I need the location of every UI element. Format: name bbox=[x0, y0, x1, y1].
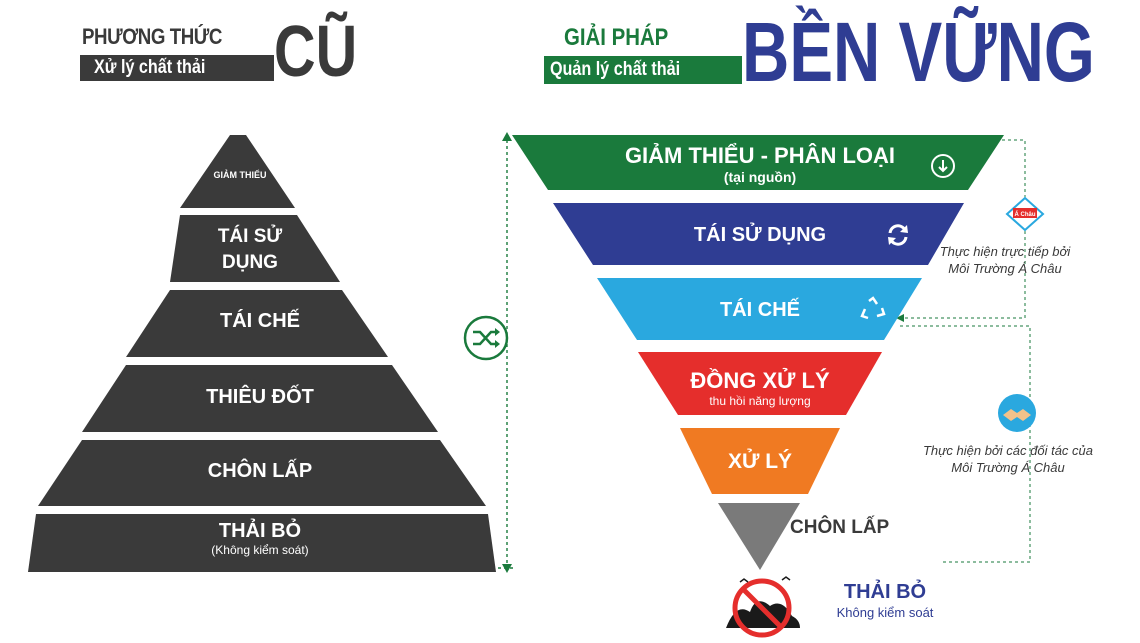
new-layer-2-label: TÁI SỬ DỤNG bbox=[693, 224, 827, 246]
right-header-line1: GIẢI PHÁP bbox=[564, 24, 669, 51]
new-layer-5-label: XỬ LÝ bbox=[727, 450, 793, 473]
new-layer-4 bbox=[638, 352, 882, 415]
swap-icon bbox=[463, 315, 509, 361]
old-layer-5 bbox=[38, 440, 486, 506]
right-header-big: BỀN VỮNG bbox=[742, 5, 1095, 99]
direct-loop bbox=[898, 139, 1026, 319]
new-layer-6-label: CHÔN LẤP bbox=[790, 517, 890, 538]
new-layer-1-sub: (tại nguồn) bbox=[723, 169, 797, 185]
right-header: GIẢI PHÁP Quản lý chất thải BỀN VỮNG bbox=[540, 8, 1100, 96]
left-header-band bbox=[80, 55, 274, 81]
refresh-icon bbox=[883, 220, 913, 250]
new-layer-5 bbox=[680, 428, 840, 494]
green-arrow-top bbox=[502, 132, 512, 141]
new-layer-3-label: TÁI CHẾ bbox=[720, 299, 800, 321]
old-layer-5-label: CHÔN LẤP bbox=[207, 460, 313, 482]
old-layer-1-label: GIẢM THIỂU bbox=[213, 170, 267, 180]
new-layer-3 bbox=[597, 278, 922, 340]
old-layer-4 bbox=[82, 365, 438, 432]
old-layer-6-sub: (Không kiểm soát) bbox=[211, 543, 309, 557]
bottom-label: THẢI BỎ bbox=[843, 581, 927, 603]
old-layer-3 bbox=[126, 290, 388, 357]
note-partner: Thực hiện bởi các đối tác của Môi Trường… bbox=[922, 443, 1093, 475]
right-header-band bbox=[544, 56, 742, 84]
dump-icon bbox=[716, 572, 808, 638]
new-layer-1 bbox=[512, 135, 1004, 190]
old-layer-6-label: THẢI BỎ bbox=[218, 520, 302, 542]
svg-text:Á Châu: Á Châu bbox=[1015, 211, 1036, 218]
old-layer-6 bbox=[28, 514, 496, 572]
old-layer-1 bbox=[180, 135, 295, 208]
new-layer-4-label: ĐỒNG XỬ LÝ bbox=[690, 368, 830, 393]
old-layer-3-label: TÁI CHẾ bbox=[220, 310, 300, 332]
new-layer-6 bbox=[718, 503, 800, 570]
new-layer-4-sub: thu hồi năng lượng bbox=[709, 394, 811, 408]
new-layer-2 bbox=[553, 203, 964, 265]
left-header: PHƯƠNG THỨC Xử lý chất thải CŨ bbox=[78, 12, 388, 92]
note-direct: Thực hiện trực tiếp bởi Môi Trường Á Châ… bbox=[939, 244, 1071, 276]
left-header-line2: Xử lý chất thải bbox=[94, 57, 206, 78]
handshake-icon bbox=[997, 393, 1037, 433]
partner-loop bbox=[900, 325, 1031, 563]
right-header-line2: Quản lý chất thải bbox=[550, 59, 681, 80]
arrow-down-icon bbox=[930, 153, 956, 179]
old-layer-2 bbox=[170, 215, 340, 282]
recycle-icon bbox=[858, 295, 888, 325]
green-arrow-bottom bbox=[502, 564, 512, 573]
left-header-big: CŨ bbox=[274, 12, 358, 92]
old-layer-4-label: THIÊU ĐỐT bbox=[206, 386, 314, 408]
left-header-line1: PHƯƠNG THỨC bbox=[82, 24, 222, 49]
company-logo: Á Châu bbox=[1003, 196, 1047, 236]
old-layer-2-label: TÁI SỬ DỤNG bbox=[217, 226, 283, 273]
new-layer-1-label: GIẢM THIỂU - PHÂN LOẠI bbox=[624, 143, 896, 168]
bottom-sub: Không kiểm soát bbox=[836, 605, 934, 620]
